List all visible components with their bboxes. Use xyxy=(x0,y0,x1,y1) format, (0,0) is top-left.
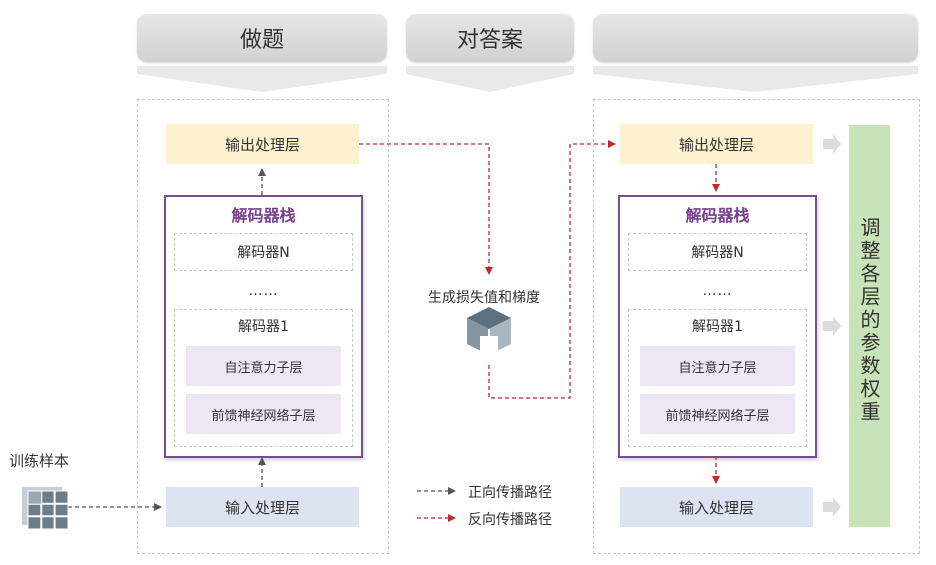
stage-chevron-check xyxy=(406,66,574,92)
right-input-layer-label: 输入处理层 xyxy=(678,498,754,517)
stage-header-check: 对答案 xyxy=(406,14,574,62)
legend-backward-label: 反向传播路径 xyxy=(468,512,552,528)
right-panel xyxy=(593,99,920,554)
left-feed-forward-label: 前馈神经网络子层 xyxy=(211,408,316,424)
stage-header-solve-label: 做题 xyxy=(239,28,284,53)
adjust-weights-label: 调整各层的参数权重 xyxy=(857,217,881,424)
left-panel xyxy=(137,99,389,554)
right-self-attention-label: 自注意力子层 xyxy=(678,360,757,376)
right-decoder-n: 解码器N xyxy=(628,233,807,271)
left-output-layer: 输出处理层 xyxy=(166,124,359,164)
training-sample-label: 训练样本 xyxy=(9,452,70,470)
loss-gradient-label: 生成损失值和梯度 xyxy=(428,290,540,306)
right-self-attention-sublayer: 自注意力子层 xyxy=(640,346,795,386)
left-decoder-n: 解码器N xyxy=(174,233,353,271)
right-output-layer: 输出处理层 xyxy=(620,124,813,164)
left-decoder-stack-title: 解码器栈 xyxy=(231,206,296,225)
right-feed-forward-sublayer: 前馈神经网络子层 xyxy=(640,394,795,434)
adjust-weights-bar: 调整各层的参数权重 xyxy=(849,125,890,527)
output-to-loss-arrow xyxy=(359,143,493,275)
left-ellipsis: …… xyxy=(248,283,279,299)
left-decoder-stack: 解码器栈 解码器N …… 解码器1 自注意力子层 前馈神经网络子层 xyxy=(164,195,363,458)
left-input-layer: 输入处理层 xyxy=(166,487,359,527)
stage-header-check-label: 对答案 xyxy=(456,28,523,53)
left-input-layer-label: 输入处理层 xyxy=(224,498,300,517)
left-self-attention-label: 自注意力子层 xyxy=(224,360,303,376)
weights-arrow-top xyxy=(823,134,841,154)
stage-header-adjust xyxy=(593,14,918,62)
left-decoder-1: 解码器1 自注意力子层 前馈神经网络子层 xyxy=(174,309,353,447)
left-output-layer-label: 输出处理层 xyxy=(224,135,300,154)
weights-arrow-middle xyxy=(823,316,841,336)
right-input-layer: 输入处理层 xyxy=(620,487,813,527)
stage-header-solve: 做题 xyxy=(137,14,387,62)
legend-forward-label: 正向传播路径 xyxy=(468,485,552,501)
weights-arrow-bottom xyxy=(823,497,841,517)
right-decoder-1-label: 解码器1 xyxy=(692,319,743,335)
right-decoder-stack-title: 解码器栈 xyxy=(685,206,750,225)
right-output-layer-label: 输出处理层 xyxy=(678,135,754,154)
cube-icon xyxy=(467,307,511,358)
right-ellipsis: …… xyxy=(702,283,733,299)
stage-chevron-solve xyxy=(137,66,387,92)
left-self-attention-sublayer: 自注意力子层 xyxy=(186,346,341,386)
right-decoder-stack: 解码器栈 解码器N …… 解码器1 自注意力子层 前馈神经网络子层 xyxy=(618,195,817,458)
left-decoder-n-label: 解码器N xyxy=(237,245,290,261)
table-grid-icon xyxy=(22,487,69,530)
loss-to-right-output-arrow xyxy=(488,140,616,399)
left-decoder-1-label: 解码器1 xyxy=(238,319,289,335)
left-feed-forward-sublayer: 前馈神经网络子层 xyxy=(186,394,341,434)
stage-chevron-adjust xyxy=(593,66,918,92)
right-feed-forward-label: 前馈神经网络子层 xyxy=(665,408,770,424)
right-decoder-1: 解码器1 自注意力子层 前馈神经网络子层 xyxy=(628,309,807,447)
right-decoder-n-label: 解码器N xyxy=(691,245,744,261)
